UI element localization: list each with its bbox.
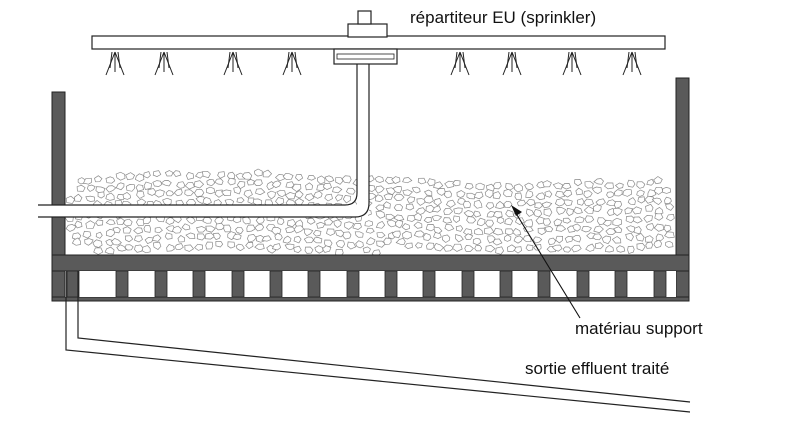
sprinkler-distributor <box>91 10 666 65</box>
grid-post <box>307 270 321 298</box>
grid-post <box>231 270 245 298</box>
grid-post <box>614 270 628 298</box>
grid-post <box>653 270 667 298</box>
tank-floor <box>51 254 690 272</box>
spray-nozzle <box>450 51 470 76</box>
grid-post <box>499 270 513 298</box>
sprinkler-label: répartiteur EU (sprinkler) <box>410 8 596 27</box>
grid-post <box>422 270 436 298</box>
outlet-label: sortie effluent traité <box>525 359 669 378</box>
sprinkler-cap <box>357 10 372 25</box>
grid-post <box>66 270 80 298</box>
grid-post <box>192 270 206 298</box>
grid-post <box>461 270 475 298</box>
spray-nozzles <box>105 51 642 76</box>
grid-post <box>537 270 551 298</box>
grid-post <box>384 270 398 298</box>
sprinkler-hub <box>347 23 388 38</box>
spray-nozzle <box>105 51 125 76</box>
grid-post <box>269 270 283 298</box>
grid-post <box>154 270 168 298</box>
spray-nozzle <box>502 51 522 76</box>
support-material-label: matériau support <box>575 319 703 338</box>
underdrain-grid <box>65 270 676 298</box>
grid-post <box>576 270 590 298</box>
sprinkler-arm <box>91 35 666 50</box>
outlet-pipe <box>65 271 691 413</box>
spray-nozzle <box>154 51 174 76</box>
spray-nozzle <box>223 51 243 76</box>
spray-nozzle <box>622 51 642 76</box>
grid-post <box>115 270 129 298</box>
spray-nozzle <box>562 51 582 76</box>
grid-post <box>346 270 360 298</box>
spray-nozzle <box>282 51 302 76</box>
inlet-pipe <box>38 64 370 218</box>
tank-bottom-plate <box>51 296 690 302</box>
annotation-arrow <box>511 205 581 319</box>
